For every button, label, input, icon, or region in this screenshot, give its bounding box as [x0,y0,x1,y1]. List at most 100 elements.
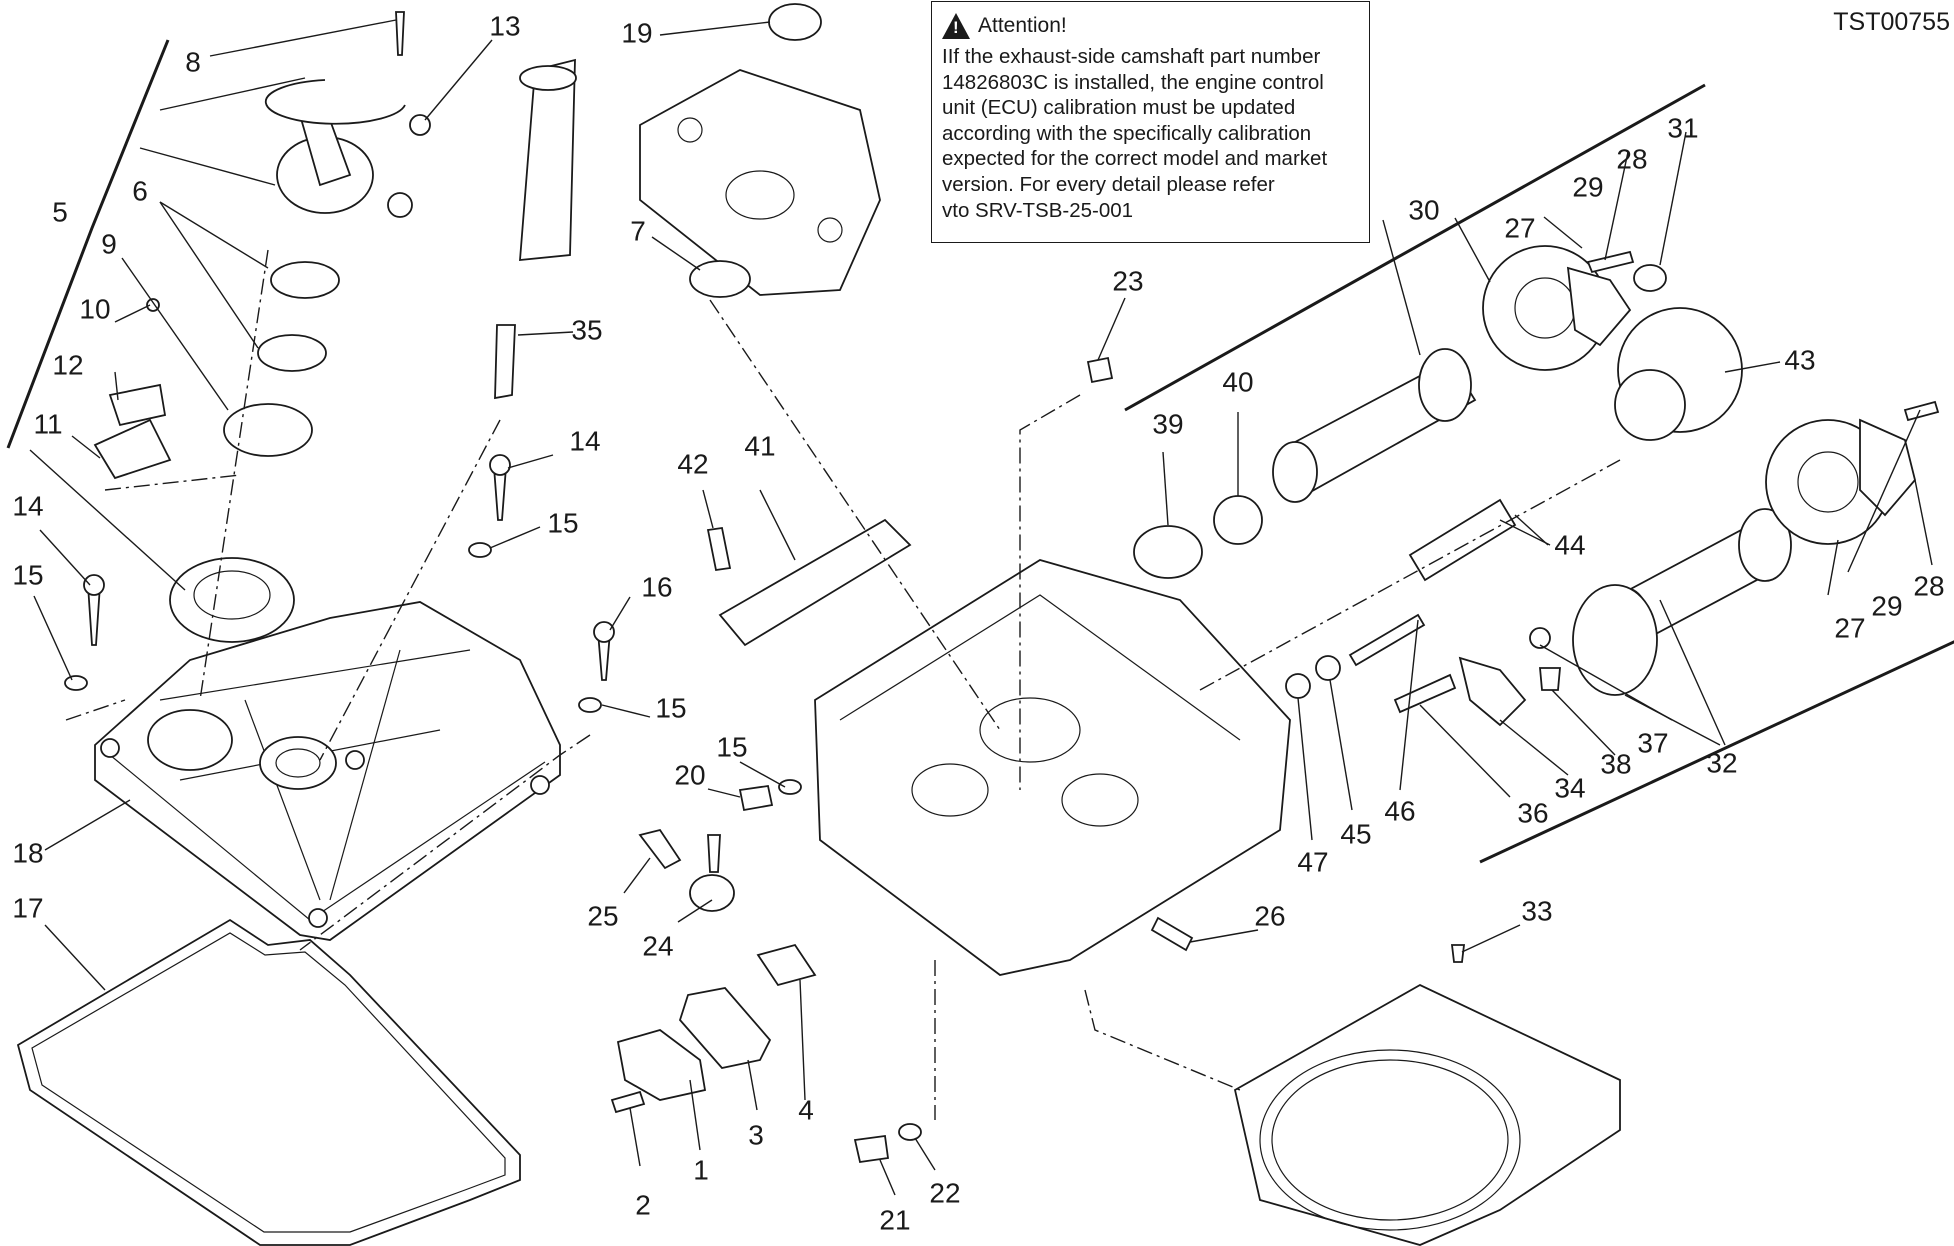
callout-18: 18 [12,837,43,868]
callout-8: 8 [185,46,201,77]
callout-39: 39 [1152,408,1183,439]
callout-11: 11 [33,408,62,439]
callout-15d: 15 [716,731,747,762]
callout-28a: 28 [1616,143,1647,174]
knock-sensor-24 [689,834,735,912]
callout-15a: 15 [12,559,43,590]
callout-37: 37 [1637,727,1668,758]
group-bracket-5 [6,39,170,449]
callout-2: 2 [635,1189,651,1220]
callout-5: 5 [52,196,68,227]
washer-15-middle [468,542,492,558]
assembly-line-breather [199,249,269,701]
washer-45 [1315,655,1341,681]
warning-triangle-icon [942,13,970,39]
seal-40 [1213,495,1263,545]
plug-31 [1633,264,1667,292]
assembly-line-right [299,734,591,951]
bolt-28-lower [1903,400,1940,422]
pin-46 [1348,613,1426,667]
connector-4 [756,943,817,987]
callout-20: 20 [674,759,705,790]
callout-44: 44 [1554,529,1585,560]
sensor-20 [738,784,774,812]
callout-46: 46 [1384,795,1415,826]
attention-header: Attention! [942,8,1359,44]
reed-gasket [93,418,172,480]
sensor-21 [853,1134,890,1164]
spring-37 [1529,627,1551,649]
assembly-line-gasket [1084,989,1241,1091]
callout-labels: 1 2 3 4 5 6 7 8 9 10 11 12 13 14 14 15 1… [12,10,1944,1235]
washer-15-lower [778,779,802,795]
callout-6: 6 [132,175,148,206]
callout-43: 43 [1784,344,1815,375]
attention-notice: Attention! IIf the exhaust-side camshaft… [931,1,1370,243]
washer-15-left [64,675,88,691]
attention-line: IIf the exhaust-side camshaft part numbe… [942,45,1321,68]
callout-15c: 15 [655,692,686,723]
washer-15-right [578,697,602,713]
callout-19: 19 [621,17,652,48]
valve-cover [94,601,561,941]
callout-41: 41 [744,430,775,461]
head-gasket [1233,983,1621,1246]
attention-line: according with the specifically calibrat… [942,121,1312,145]
gasket-3 [678,987,772,1069]
dowel-33 [1450,944,1466,963]
callout-47: 47 [1297,846,1328,877]
callout-15b: 15 [547,507,578,538]
bolt-25 [638,828,682,870]
group-bracket-32 [1479,640,1954,864]
screw-8 [395,11,405,56]
callout-24: 24 [642,930,673,961]
o-ring-lower [257,334,327,372]
callout-35: 35 [571,314,602,345]
callout-25: 25 [587,900,618,931]
valve-cover-gasket [16,918,521,1246]
attention-title: Attention! [978,14,1067,37]
callout-32: 32 [1706,747,1737,778]
assembly-line-head-cover [104,474,241,491]
callout-21: 21 [879,1204,910,1235]
chain-guide [718,518,912,647]
callout-14b: 14 [569,425,600,456]
pin-36 [1393,673,1457,714]
callout-14a: 14 [12,490,43,521]
o-ring-upper [270,261,340,299]
callout-27a: 27 [1504,212,1535,243]
callout-29b: 29 [1871,590,1902,621]
breather-housing [276,113,413,218]
assembly-line-left [65,699,126,721]
assembly-line-fitting-23 [1019,394,1081,790]
drawing-code: TST00755 [1833,8,1950,36]
intake-camshaft [1272,348,1477,503]
callout-10: 10 [79,293,110,324]
callout-9: 9 [101,228,117,259]
reed-plate [108,383,167,427]
breather-base [169,557,295,643]
callout-16: 16 [641,571,672,602]
snap-ring [264,79,406,125]
callout-12: 12 [52,349,83,380]
attention-line: 14826803C is installed, the engine contr… [942,70,1324,94]
oil-seal-19 [768,3,822,41]
callout-27b: 27 [1834,612,1865,643]
bolt-2 [610,1090,646,1114]
nut-47 [1285,673,1311,699]
callout-33: 33 [1521,895,1552,926]
callout-29a: 29 [1572,171,1603,202]
stud-26 [1150,916,1194,952]
group-bracket-30 [1124,83,1706,412]
assembly-line-cam-axis [1199,459,1621,691]
attention-line: unit (ECU) calibration must be updated [942,96,1296,120]
washer-22 [898,1123,922,1141]
assembly-line-cam-carrier [709,299,1001,731]
leader-lines [29,19,1933,1196]
gear-plate-29-upper [1566,266,1632,347]
callout-42: 42 [677,448,708,479]
gear-plate-29-lower [1859,418,1916,517]
cam-carrier [639,69,881,296]
callout-26: 26 [1254,900,1285,931]
